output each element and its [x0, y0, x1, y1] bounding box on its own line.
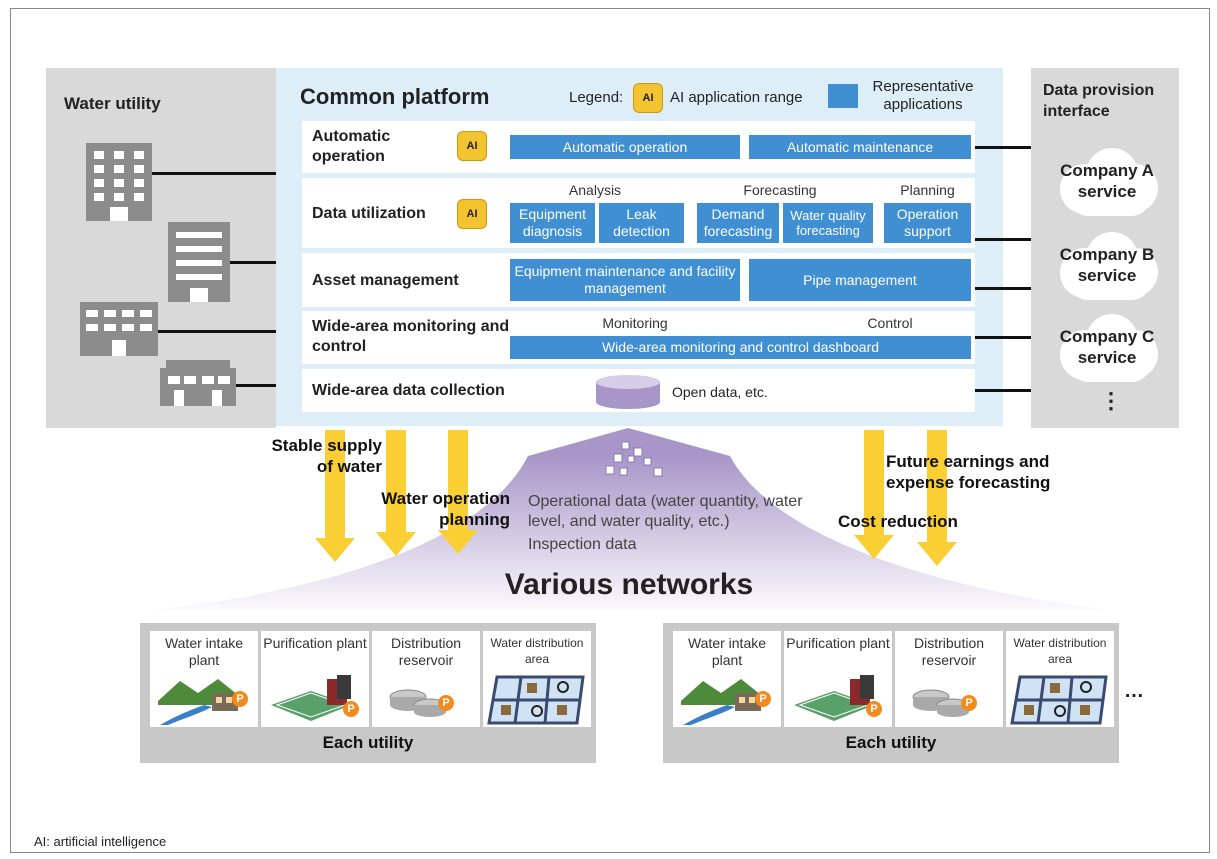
water-intake-icon	[158, 679, 238, 725]
card-label: Distribution reservoir	[390, 635, 462, 668]
pump-badge: P	[866, 701, 882, 717]
building-icon	[86, 143, 152, 221]
card-label: Water intake plant	[164, 635, 244, 668]
card-label: Purification plant	[786, 635, 890, 651]
card-distribution-area: Water distribution area	[483, 631, 591, 727]
card-distribution-reservoir: Distribution reservoir P	[372, 631, 480, 727]
connector-line	[975, 146, 1035, 149]
header-monitoring: Monitoring	[602, 315, 668, 331]
row-label: Asset management	[312, 272, 459, 289]
header-forecasting: Forecasting	[743, 182, 817, 198]
provision-title: Data provision interface	[1043, 82, 1155, 120]
app-demand-forecasting: Demand forecasting	[697, 203, 779, 243]
ai-icon-text: AI	[466, 140, 478, 152]
service-label: Company C service	[1059, 327, 1155, 367]
app-equipment-maintenance: Equipment maintenance and facility manag…	[510, 259, 740, 301]
connector-line	[152, 172, 276, 175]
card-distribution-area: Water distribution area	[1006, 631, 1114, 727]
utility-group: Water intake plant P Purification plant …	[140, 623, 596, 763]
card-label: Distribution reservoir	[913, 635, 985, 668]
ai-icon-text: AI	[642, 92, 654, 104]
app-leak-detection: Leak detection	[599, 203, 684, 243]
pump-badge: P	[961, 695, 977, 711]
card-label: Water intake plant	[687, 635, 767, 668]
ai-icon: AI	[633, 83, 663, 113]
connector-line	[230, 261, 276, 264]
app-automatic-maintenance: Automatic maintenance	[749, 135, 971, 159]
connector-line	[975, 389, 1035, 392]
app-automatic-operation: Automatic operation	[510, 135, 740, 159]
label-operation-planning: Water operation planning	[381, 489, 510, 529]
card-label: Water distribution area	[490, 636, 584, 666]
app-monitoring-dashboard: Wide-area monitoring and control dashboa…	[510, 336, 971, 359]
cloud-company-a: Company A service	[1052, 146, 1162, 218]
purification-icon	[794, 675, 874, 721]
ai-icon: AI	[457, 199, 487, 229]
row-label: Wide-area data collection	[312, 382, 505, 399]
pump-badge: P	[232, 691, 248, 707]
pump-badge: P	[755, 691, 771, 707]
cloud-company-c: Company C service	[1052, 312, 1162, 384]
ai-icon: AI	[457, 131, 487, 161]
pump-badge: P	[438, 695, 454, 711]
water-intake-icon	[681, 679, 761, 725]
connector-line	[975, 287, 1035, 290]
water-utility-title: Water utility	[64, 94, 161, 113]
label-operational-data: Operational data (water quantity, water …	[528, 493, 803, 530]
building-icon	[160, 360, 236, 406]
label-future-earnings: Future earnings and expense forecasting	[886, 452, 1051, 492]
legend-ai-text: AI application range	[670, 89, 803, 106]
connector-line	[158, 330, 276, 333]
building-icon	[80, 302, 158, 356]
row-label: Automatic operation	[312, 128, 391, 165]
app-operation-support: Operation support	[884, 203, 971, 243]
app-equipment-diagnosis: Equipment diagnosis	[510, 203, 595, 243]
more-services-ellipsis: ⋮	[1100, 388, 1122, 413]
header-control: Control	[867, 315, 913, 331]
utility-group: Water intake plant P Purification plant …	[663, 623, 1119, 763]
card-water-intake: Water intake plant P	[673, 631, 781, 727]
legend-blue-swatch	[828, 84, 858, 108]
legend-label: Legend:	[569, 89, 624, 106]
utility-footer: Each utility	[845, 733, 937, 752]
card-water-intake: Water intake plant P	[150, 631, 258, 727]
cloud-company-b: Company B service	[1052, 230, 1162, 302]
app-pipe-management: Pipe management	[749, 259, 971, 301]
service-label: Company B service	[1059, 245, 1155, 285]
building-icon	[168, 222, 230, 302]
card-label: Water distribution area	[1013, 636, 1107, 666]
connector-line	[975, 238, 1035, 241]
card-distribution-reservoir: Distribution reservoir P	[895, 631, 1003, 727]
figure-frame	[10, 8, 1210, 853]
distribution-area-icon	[1010, 675, 1108, 725]
row-label: Wide-area monitoring and control	[312, 318, 510, 355]
connector-line	[236, 384, 276, 387]
card-label: Purification plant	[263, 635, 367, 651]
card-purification: Purification plant P	[784, 631, 892, 727]
label-inspection-data: Inspection data	[528, 536, 637, 553]
distribution-area-icon	[487, 675, 585, 725]
more-utilities-ellipsis: …	[1124, 680, 1144, 702]
purification-icon	[271, 675, 351, 721]
label-stable-supply: Stable supply of water	[271, 436, 382, 476]
platform-title: Common platform	[300, 84, 490, 109]
card-purification: Purification plant P	[261, 631, 369, 727]
header-analysis: Analysis	[568, 182, 622, 198]
label-cost-reduction: Cost reduction	[838, 512, 958, 531]
data-particles-icon	[605, 441, 663, 477]
header-planning: Planning	[900, 182, 955, 198]
footnote: AI: artificial intelligence	[34, 834, 167, 849]
utility-footer: Each utility	[322, 733, 414, 752]
open-data-label: Open data, etc.	[672, 384, 768, 400]
legend-rep-text: Representative applications	[872, 78, 974, 113]
various-networks-title: Various networks	[504, 568, 754, 601]
service-label: Company A service	[1060, 161, 1154, 201]
database-icon	[596, 375, 660, 409]
pump-badge: P	[343, 701, 359, 717]
ai-icon-text: AI	[466, 208, 478, 220]
app-water-quality-forecasting: Water quality forecasting	[783, 203, 873, 243]
row-label: Data utilization	[312, 205, 426, 222]
connector-line	[975, 336, 1035, 339]
